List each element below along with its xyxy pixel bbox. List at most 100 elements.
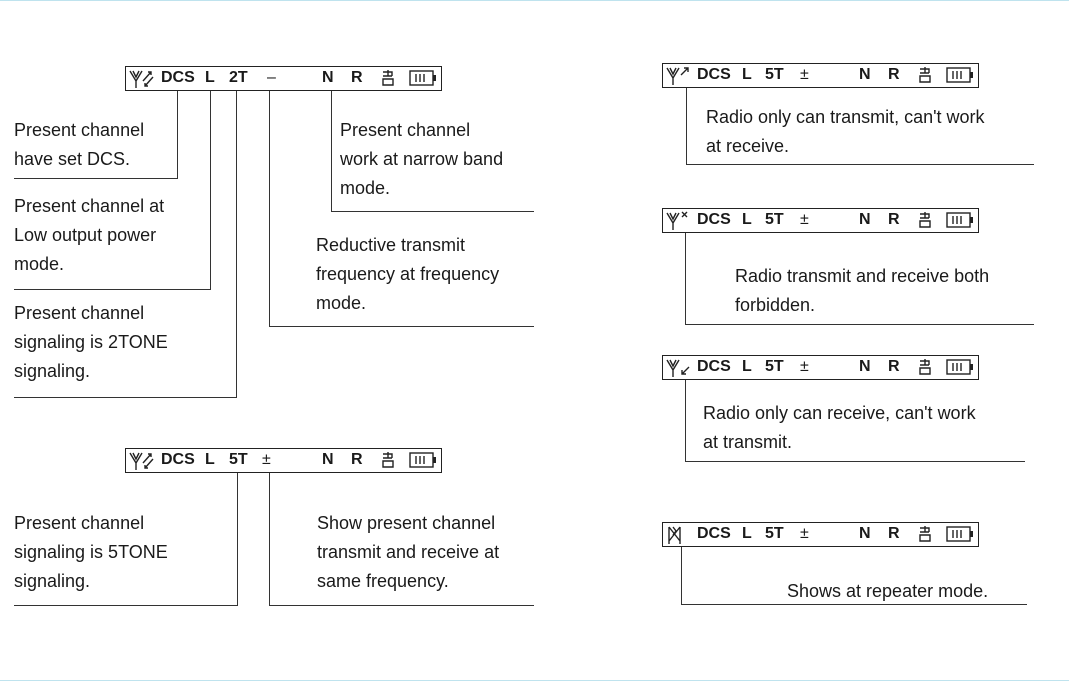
leader-5tone <box>237 473 238 605</box>
offset-indicator: ± <box>800 66 809 83</box>
leader-low-power <box>210 91 211 289</box>
caption-dcs-line2: have set DCS. <box>14 149 131 169</box>
narrow-band-indicator: N <box>859 211 871 228</box>
dcs-indicator: DCS <box>697 211 731 228</box>
keypad-lock-icon <box>382 70 394 86</box>
reverse-indicator: R <box>351 451 363 468</box>
caption-tx-only-line2: at receive. <box>706 136 790 156</box>
caption-low-power: Present channel at Low output power mode… <box>14 192 164 279</box>
keypad-lock-icon <box>382 452 394 468</box>
leader-repeater-h <box>681 604 1027 605</box>
lcd-display-2tone: DCS L 2T – N R <box>125 66 442 91</box>
offset-indicator: ± <box>800 211 809 228</box>
offset-indicator: – <box>267 69 276 86</box>
leader-repeater <box>681 547 682 604</box>
antenna-tx-rx-icon <box>129 70 154 88</box>
battery-icon <box>946 359 973 375</box>
dcs-indicator: DCS <box>697 525 731 542</box>
power-indicator: L <box>742 211 752 228</box>
caption-dcs: Present channel have set DCS. <box>14 116 144 174</box>
leader-narrow-h <box>331 211 534 212</box>
dcs-indicator: DCS <box>161 69 195 86</box>
caption-reductive-line2: frequency at frequency <box>316 264 500 284</box>
leader-5tone-h <box>14 605 238 606</box>
caption-tx-only: Radio only can transmit, can't work at r… <box>706 103 985 161</box>
caption-narrow-line3: mode. <box>340 178 391 198</box>
caption-reductive-line1: Reductive transmit <box>316 235 466 255</box>
narrow-band-indicator: N <box>859 358 871 375</box>
keypad-lock-icon <box>919 526 931 542</box>
keypad-lock-icon <box>919 212 931 228</box>
leader-narrow <box>331 91 332 212</box>
reverse-indicator: R <box>351 69 363 86</box>
antenna-tx-rx-icon <box>129 452 154 470</box>
power-indicator: L <box>205 69 215 86</box>
caption-forbidden: Radio transmit and receive both forbidde… <box>735 262 989 320</box>
lcd-display-5tone: DCS L 5T ± N R <box>125 448 442 473</box>
leader-low-power-h <box>14 289 211 290</box>
caption-repeater-line1: Shows at repeater mode. <box>787 581 989 601</box>
narrow-band-indicator: N <box>859 66 871 83</box>
caption-low-power-line3: mode. <box>14 254 65 274</box>
caption-reductive-line3: mode. <box>316 293 367 313</box>
power-indicator: L <box>742 66 752 83</box>
leader-2tone-h <box>14 397 237 398</box>
caption-narrow-line2: work at narrow band <box>340 149 504 169</box>
power-indicator: L <box>742 525 752 542</box>
battery-icon <box>409 70 436 86</box>
offset-indicator: ± <box>800 358 809 375</box>
keypad-lock-icon <box>919 67 931 83</box>
leader-same-freq-h <box>269 605 534 606</box>
offset-indicator: ± <box>800 525 809 542</box>
signaling-indicator: 5T <box>229 451 248 468</box>
top-rule <box>0 0 1069 1</box>
signaling-indicator: 5T <box>765 66 784 83</box>
signaling-indicator: 5T <box>765 358 784 375</box>
power-indicator: L <box>742 358 752 375</box>
lcd-display-forbidden: DCS L 5T ± N R <box>662 208 979 233</box>
reverse-indicator: R <box>888 211 900 228</box>
leader-reductive-h <box>269 326 534 327</box>
caption-5tone-line2: signaling is 5TONE <box>14 542 168 562</box>
caption-forbidden-line1: Radio transmit and receive both <box>735 266 990 286</box>
repeater-icon <box>668 526 681 544</box>
leader-dcs-h <box>14 178 178 179</box>
battery-icon <box>946 212 973 228</box>
narrow-band-indicator: N <box>322 451 334 468</box>
narrow-band-indicator: N <box>322 69 334 86</box>
battery-icon <box>946 67 973 83</box>
caption-low-power-line2: Low output power <box>14 225 157 245</box>
caption-same-freq-line2: transmit and receive at <box>317 542 500 562</box>
lcd-display-rx-only: DCS L 5T ± N R <box>662 355 979 380</box>
caption-tx-only-line1: Radio only can transmit, can't work <box>706 107 985 127</box>
caption-forbidden-line2: forbidden. <box>735 295 816 315</box>
caption-5tone-line3: signaling. <box>14 571 91 591</box>
antenna-forbidden-icon <box>666 211 688 230</box>
caption-same-freq: Show present channel transmit and receiv… <box>317 509 499 596</box>
offset-indicator: ± <box>262 451 271 468</box>
antenna-tx-only-icon <box>666 67 689 85</box>
caption-narrow-line1: Present channel <box>340 120 471 140</box>
dcs-indicator: DCS <box>697 66 731 83</box>
dcs-indicator: DCS <box>697 358 731 375</box>
caption-narrow: Present channel work at narrow band mode… <box>340 116 503 203</box>
signaling-indicator: 2T <box>229 69 248 86</box>
caption-rx-only: Radio only can receive, can't work at tr… <box>703 399 976 457</box>
battery-icon <box>946 526 973 542</box>
leader-same-freq <box>269 473 270 605</box>
narrow-band-indicator: N <box>859 525 871 542</box>
caption-2tone-line1: Present channel <box>14 303 145 323</box>
caption-2tone-line3: signaling. <box>14 361 91 381</box>
leader-forbidden-h <box>685 324 1034 325</box>
reverse-indicator: R <box>888 66 900 83</box>
leader-forbidden <box>685 233 686 324</box>
bottom-rule <box>0 680 1069 681</box>
caption-repeater: Shows at repeater mode. <box>787 577 988 606</box>
caption-same-freq-line1: Show present channel <box>317 513 496 533</box>
signaling-indicator: 5T <box>765 525 784 542</box>
caption-2tone-line2: signaling is 2TONE <box>14 332 168 352</box>
lcd-display-repeater: DCS L 5T ± N R <box>662 522 979 547</box>
leader-2tone <box>236 91 237 398</box>
leader-rx-only-h <box>685 461 1025 462</box>
caption-5tone-line1: Present channel <box>14 513 145 533</box>
